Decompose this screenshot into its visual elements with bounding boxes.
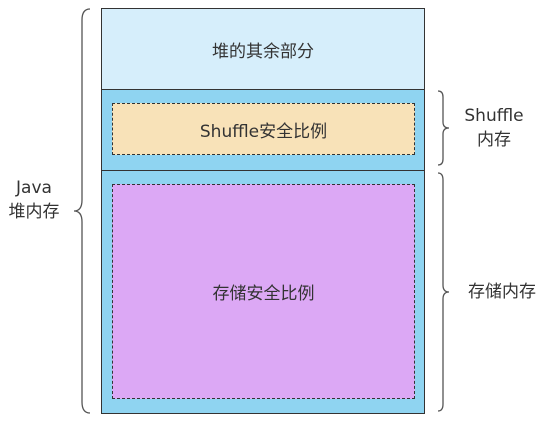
storage-safety-label: 存储安全比例 (212, 284, 315, 304)
shuffle-safety-label: Shuffle安全比例 (199, 121, 328, 142)
storage-safety-box: 存储安全比例 (112, 184, 415, 399)
java-heap-label: Java 堆内存 (0, 176, 68, 224)
storage-memory-label: 存储内存 (456, 280, 548, 304)
heap-other-region: 堆的其余部分 (101, 8, 425, 90)
storage-memory-brace (437, 172, 450, 412)
shuffle-memory-label: Shuffle 内存 (454, 104, 534, 152)
shuffle-safety-box: Shuffle安全比例 (112, 103, 415, 155)
java-heap-label-line2: 堆内存 (8, 202, 60, 222)
shuffle-memory-label-line1: Shuffle (464, 106, 524, 126)
shuffle-memory-label-line2: 内存 (477, 130, 511, 150)
storage-memory-label-line1: 存储内存 (468, 282, 536, 302)
java-heap-brace (73, 8, 91, 414)
java-heap-label-line1: Java (16, 178, 52, 198)
shuffle-memory-brace (437, 90, 450, 166)
heap-other-label: 堆的其余部分 (212, 41, 314, 62)
